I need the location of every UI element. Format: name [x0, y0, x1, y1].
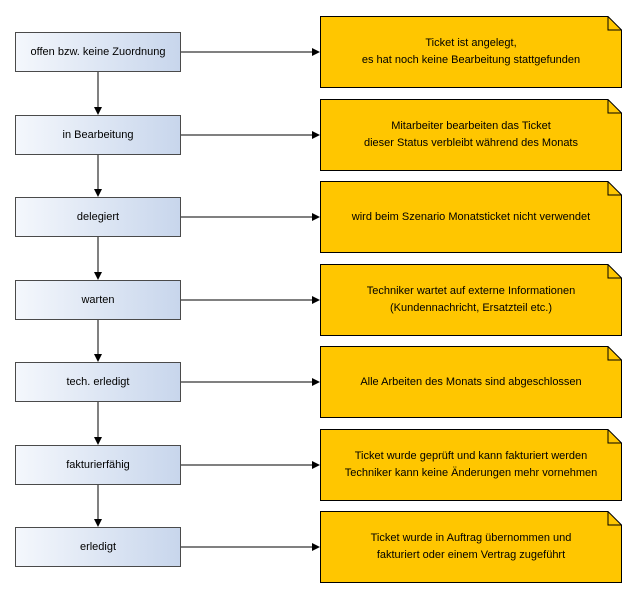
note-line: dieser Status verbleibt während des Mona…	[363, 137, 578, 149]
note-text: Ticket wurde geprüft und kann fakturiert…	[320, 429, 622, 501]
note-text: Techniker wartet auf externe Information…	[320, 264, 622, 336]
note-text: Ticket ist angelegt, es hat noch keine Be…	[320, 16, 622, 88]
note-body	[320, 16, 622, 88]
note-line: Techniker kann keine Änderungen mehr vor…	[344, 467, 598, 479]
note-shape	[320, 16, 622, 88]
note-shape	[320, 264, 622, 336]
note-line: Ticket ist angelegt,	[425, 37, 517, 49]
note-fold	[607, 264, 622, 279]
note-fold	[607, 346, 622, 361]
note-line: Alle Arbeiten des Monats sind abgeschlos…	[360, 375, 582, 388]
note-fold	[607, 511, 622, 526]
status-box: fakturierfähig	[15, 445, 181, 485]
note-line: Techniker wartet auf externe Information…	[366, 285, 576, 297]
note-text: Alle Arbeiten des Monats sind abgeschlos…	[320, 346, 622, 418]
note-text: Ticket wurde in Auftrag übernommen und fa…	[320, 511, 622, 583]
note-fold	[607, 429, 622, 444]
note-line: Ticket wurde in Auftrag übernommen und	[370, 532, 572, 544]
note-box: Techniker wartet auf externe Information…	[320, 264, 622, 336]
note-text: wird beim Szenario Monatsticket nicht ve…	[320, 181, 622, 253]
status-box: erledigt	[15, 527, 181, 567]
note-body	[320, 429, 622, 501]
note-line: wird beim Szenario Monatsticket nicht ve…	[351, 210, 591, 223]
note-shape	[320, 429, 622, 501]
note-text: Mitarbeiter bearbeiten das Ticket dieser …	[320, 99, 622, 171]
note-box: Alle Arbeiten des Monats sind abgeschlos…	[320, 346, 622, 418]
note-line: es hat noch keine Bearbeitung stattgefun…	[361, 54, 581, 66]
note-fold	[607, 181, 622, 196]
note-body	[320, 346, 622, 418]
note-body	[320, 181, 622, 253]
note-line: fakturiert oder einem Vertrag zugeführt	[376, 549, 566, 561]
status-box: in Bearbeitung	[15, 115, 181, 155]
note-line: Ticket wurde geprüft und kann fakturiert…	[354, 450, 588, 462]
note-shape	[320, 181, 622, 253]
status-box: tech. erledigt	[15, 362, 181, 402]
note-box: Ticket wurde geprüft und kann fakturiert…	[320, 429, 622, 501]
note-body	[320, 511, 622, 583]
note-fold	[607, 99, 622, 114]
note-box: wird beim Szenario Monatsticket nicht ve…	[320, 181, 622, 253]
note-shape	[320, 511, 622, 583]
note-line: (Kundennachricht, Ersatzteil etc.)	[389, 302, 553, 314]
note-box: Ticket wurde in Auftrag übernommen und fa…	[320, 511, 622, 583]
note-fold	[607, 16, 622, 31]
note-body	[320, 264, 622, 336]
note-box: Mitarbeiter bearbeiten das Ticket dieser …	[320, 99, 622, 171]
note-body	[320, 99, 622, 171]
status-box: offen bzw. keine Zuordnung	[15, 32, 181, 72]
status-box: warten	[15, 280, 181, 320]
note-shape	[320, 99, 622, 171]
status-box: delegiert	[15, 197, 181, 237]
note-shape	[320, 346, 622, 418]
note-box: Ticket ist angelegt, es hat noch keine Be…	[320, 16, 622, 88]
note-line: Mitarbeiter bearbeiten das Ticket	[391, 120, 551, 132]
